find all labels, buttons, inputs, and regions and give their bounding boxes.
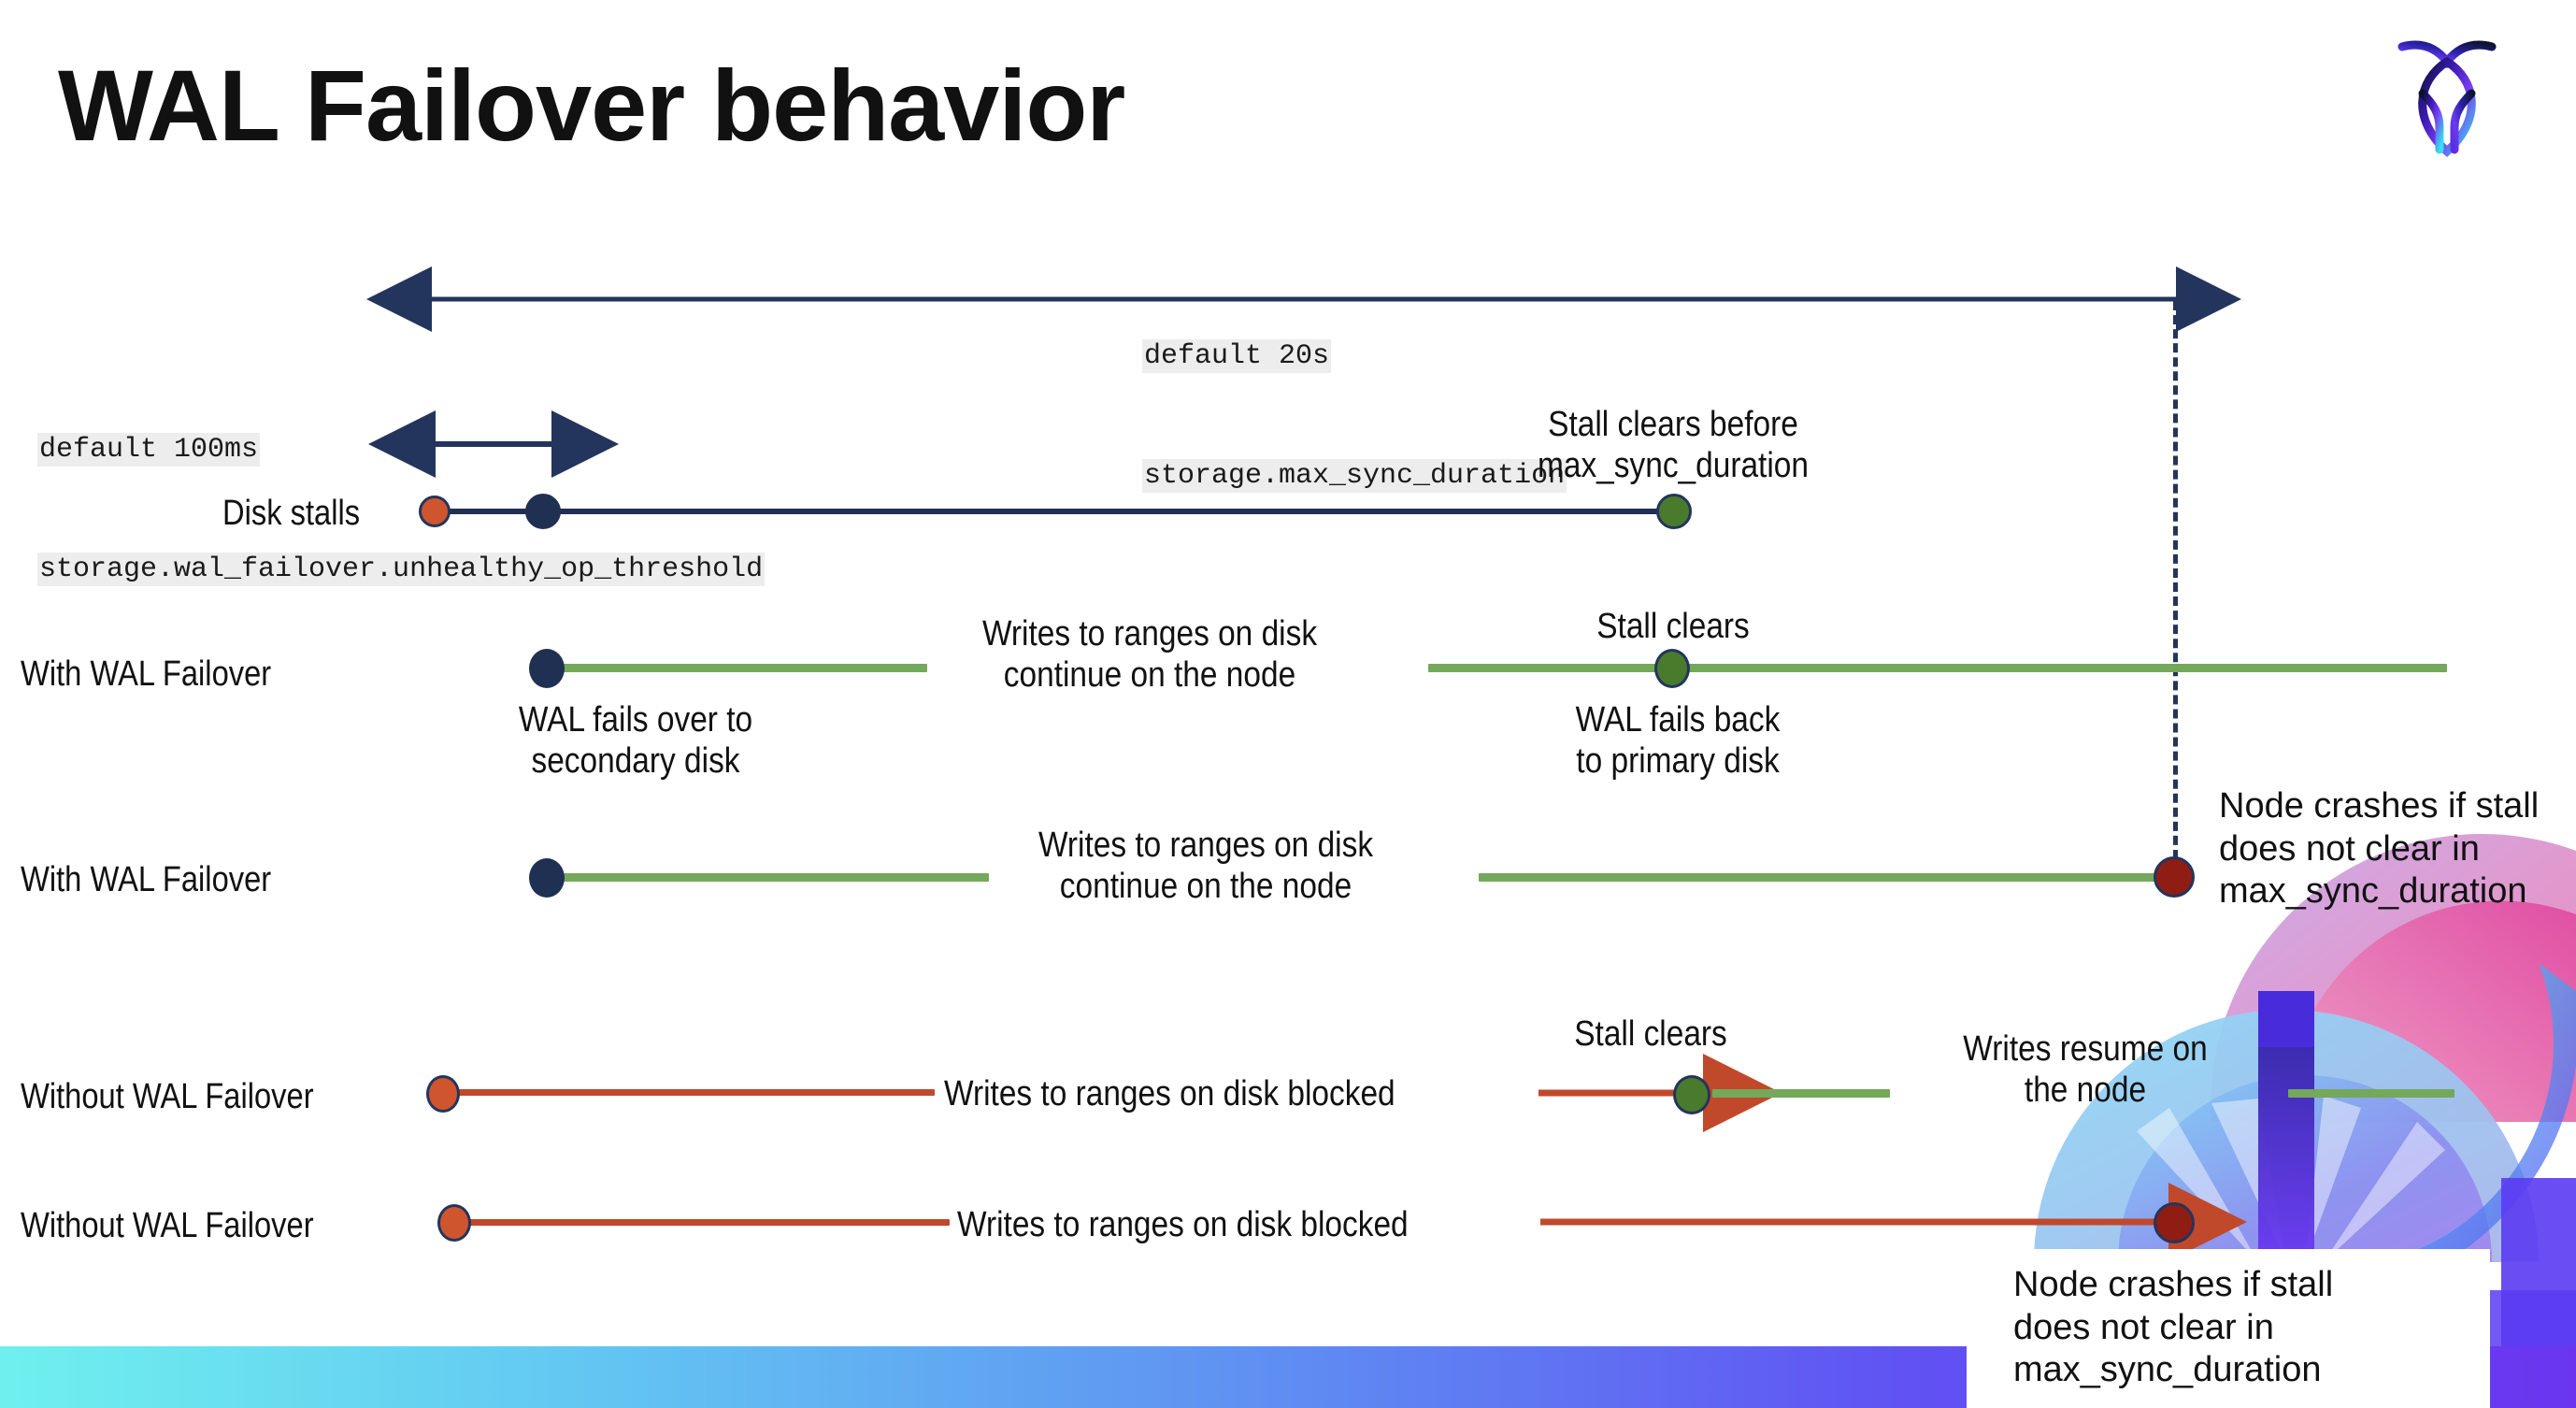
disk-stall-cleared-dot (1656, 494, 1692, 529)
max-sync-boundary-dashed-line (2173, 301, 2178, 873)
unhealthy-op-default-label: default 100ms (37, 433, 261, 467)
row-label-with-wal-failover-1: With WAL Failover (21, 654, 272, 694)
cockroachdb-logo (2382, 26, 2512, 166)
note-stall-clears-row2: Stall clears (1596, 607, 1750, 646)
without-wal-row2-blocked-arrow (1540, 1183, 2247, 1261)
without-wal-row2-start-dot (437, 1204, 471, 1242)
without-wal-row2-track-left (464, 1219, 950, 1226)
note-writes-blocked-1: Writes to ranges on disk blocked (944, 1074, 1395, 1113)
wal-failover-row1-track-left (550, 664, 927, 672)
without-wal-row1-clear-dot (1673, 1075, 1710, 1114)
max-sync-duration-setting: default 20s storage.max_sync_duration (1142, 257, 1567, 576)
max-sync-duration-arrow (366, 266, 2241, 332)
page-title: WAL Failover behavior (58, 49, 1125, 162)
note-stall-clears-row4: Stall clears (1574, 1014, 1727, 1054)
max-sync-setting-name: storage.max_sync_duration (1142, 458, 1567, 493)
without-wal-row1-track-left (451, 1089, 935, 1096)
wal-failover-row1-clear-dot (1654, 649, 1690, 688)
wal-failover-row2-track-left (550, 873, 989, 882)
disk-stalls-track (436, 509, 1686, 514)
disk-stall-detected-dot (525, 494, 561, 529)
without-wal-row1-track-far-right (2288, 1089, 2454, 1098)
without-wal-row1-track-right (1712, 1089, 1890, 1098)
wal-failover-row1-track-right (1428, 664, 2447, 672)
row-label-with-wal-failover-2: With WAL Failover (21, 860, 272, 899)
without-wal-row2-crash-dot (2154, 1202, 2195, 1243)
disk-stall-start-dot (419, 496, 451, 527)
max-sync-default-label: default 20s (1142, 339, 1332, 374)
caption-backdrop (1967, 1249, 2490, 1408)
wal-failover-row2-start-dot (529, 858, 565, 898)
unhealthy-op-threshold-arrow (368, 410, 619, 478)
wal-failover-row2-track-right (1479, 873, 2174, 882)
unhealthy-op-setting-name: storage.wal_failover.unhealthy_op_thresh… (37, 552, 766, 586)
note-writes-blocked-2: Writes to ranges on disk blocked (957, 1205, 1409, 1244)
wal-failover-row1-start-dot (529, 649, 565, 688)
wal-failover-row2-crash-dot (2154, 856, 2195, 898)
without-wal-row1-start-dot (426, 1075, 460, 1113)
row-label-disk-stalls: Disk stalls (222, 494, 361, 533)
unhealthy-op-threshold-setting: default 100ms storage.wal_failover.unhea… (37, 351, 766, 669)
row-label-without-wal-failover-2: Without WAL Failover (21, 1206, 314, 1245)
row-label-without-wal-failover-1: Without WAL Failover (21, 1077, 314, 1116)
